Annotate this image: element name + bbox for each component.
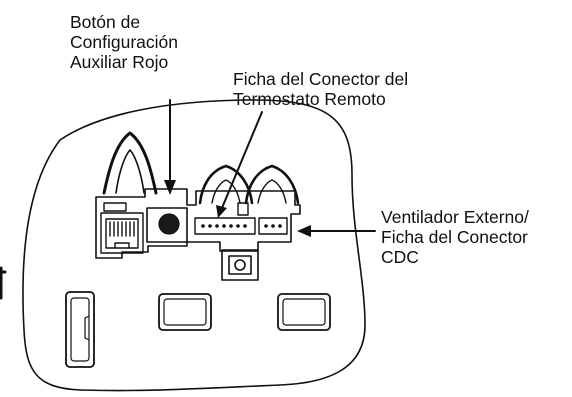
- connector-housing: [95, 188, 301, 259]
- leader-fan: [297, 225, 376, 237]
- aux-button-label-line-3: Auxiliar Rojo: [70, 52, 169, 72]
- fan-plug-label-line-1: Ventilador Externo/: [381, 207, 529, 227]
- thermostat-plug-label-line-2: Termostato Remoto: [233, 89, 386, 109]
- pin-header-icon: [194, 217, 256, 235]
- aux-button-label-line-1: Botón de: [70, 12, 141, 32]
- slot-icon: [65, 291, 95, 368]
- leader-aux: [164, 99, 176, 195]
- thermostat-plug-label-line-1: Ficha del Conector del: [233, 69, 409, 89]
- right-latch-clip-b: [244, 164, 300, 205]
- fan-plug-label-line-2: Ficha del Conector: [381, 227, 528, 247]
- slot-right: [277, 293, 331, 331]
- round-connector-icon: [221, 249, 259, 281]
- edge-tick: [0, 266, 7, 300]
- rj-jack-icon: [100, 202, 144, 254]
- fan-header-icon: [258, 217, 288, 235]
- thermostat-plug-label: Ficha del Conector del Termostato Remoto: [233, 69, 408, 109]
- aux-button-label: Botón de Configuración Auxiliar Rojo: [70, 12, 178, 72]
- fan-plug-label-line-3: CDC: [381, 247, 419, 267]
- center-tab: [237, 202, 249, 216]
- leader-thermostat: [216, 111, 263, 218]
- right-latch-clip-b-inner: [257, 179, 287, 204]
- red-button-icon: [146, 207, 188, 243]
- board-outline: [22, 99, 366, 392]
- left-latch-clip-inner: [115, 149, 145, 194]
- slot-mid: [158, 293, 212, 331]
- right-latch-clip-a-inner: [211, 179, 241, 204]
- aux-button-label-line-2: Configuración: [70, 32, 178, 52]
- left-latch-clip: [102, 131, 158, 195]
- fan-plug-label: Ventilador Externo/ Ficha del Conector C…: [381, 207, 529, 267]
